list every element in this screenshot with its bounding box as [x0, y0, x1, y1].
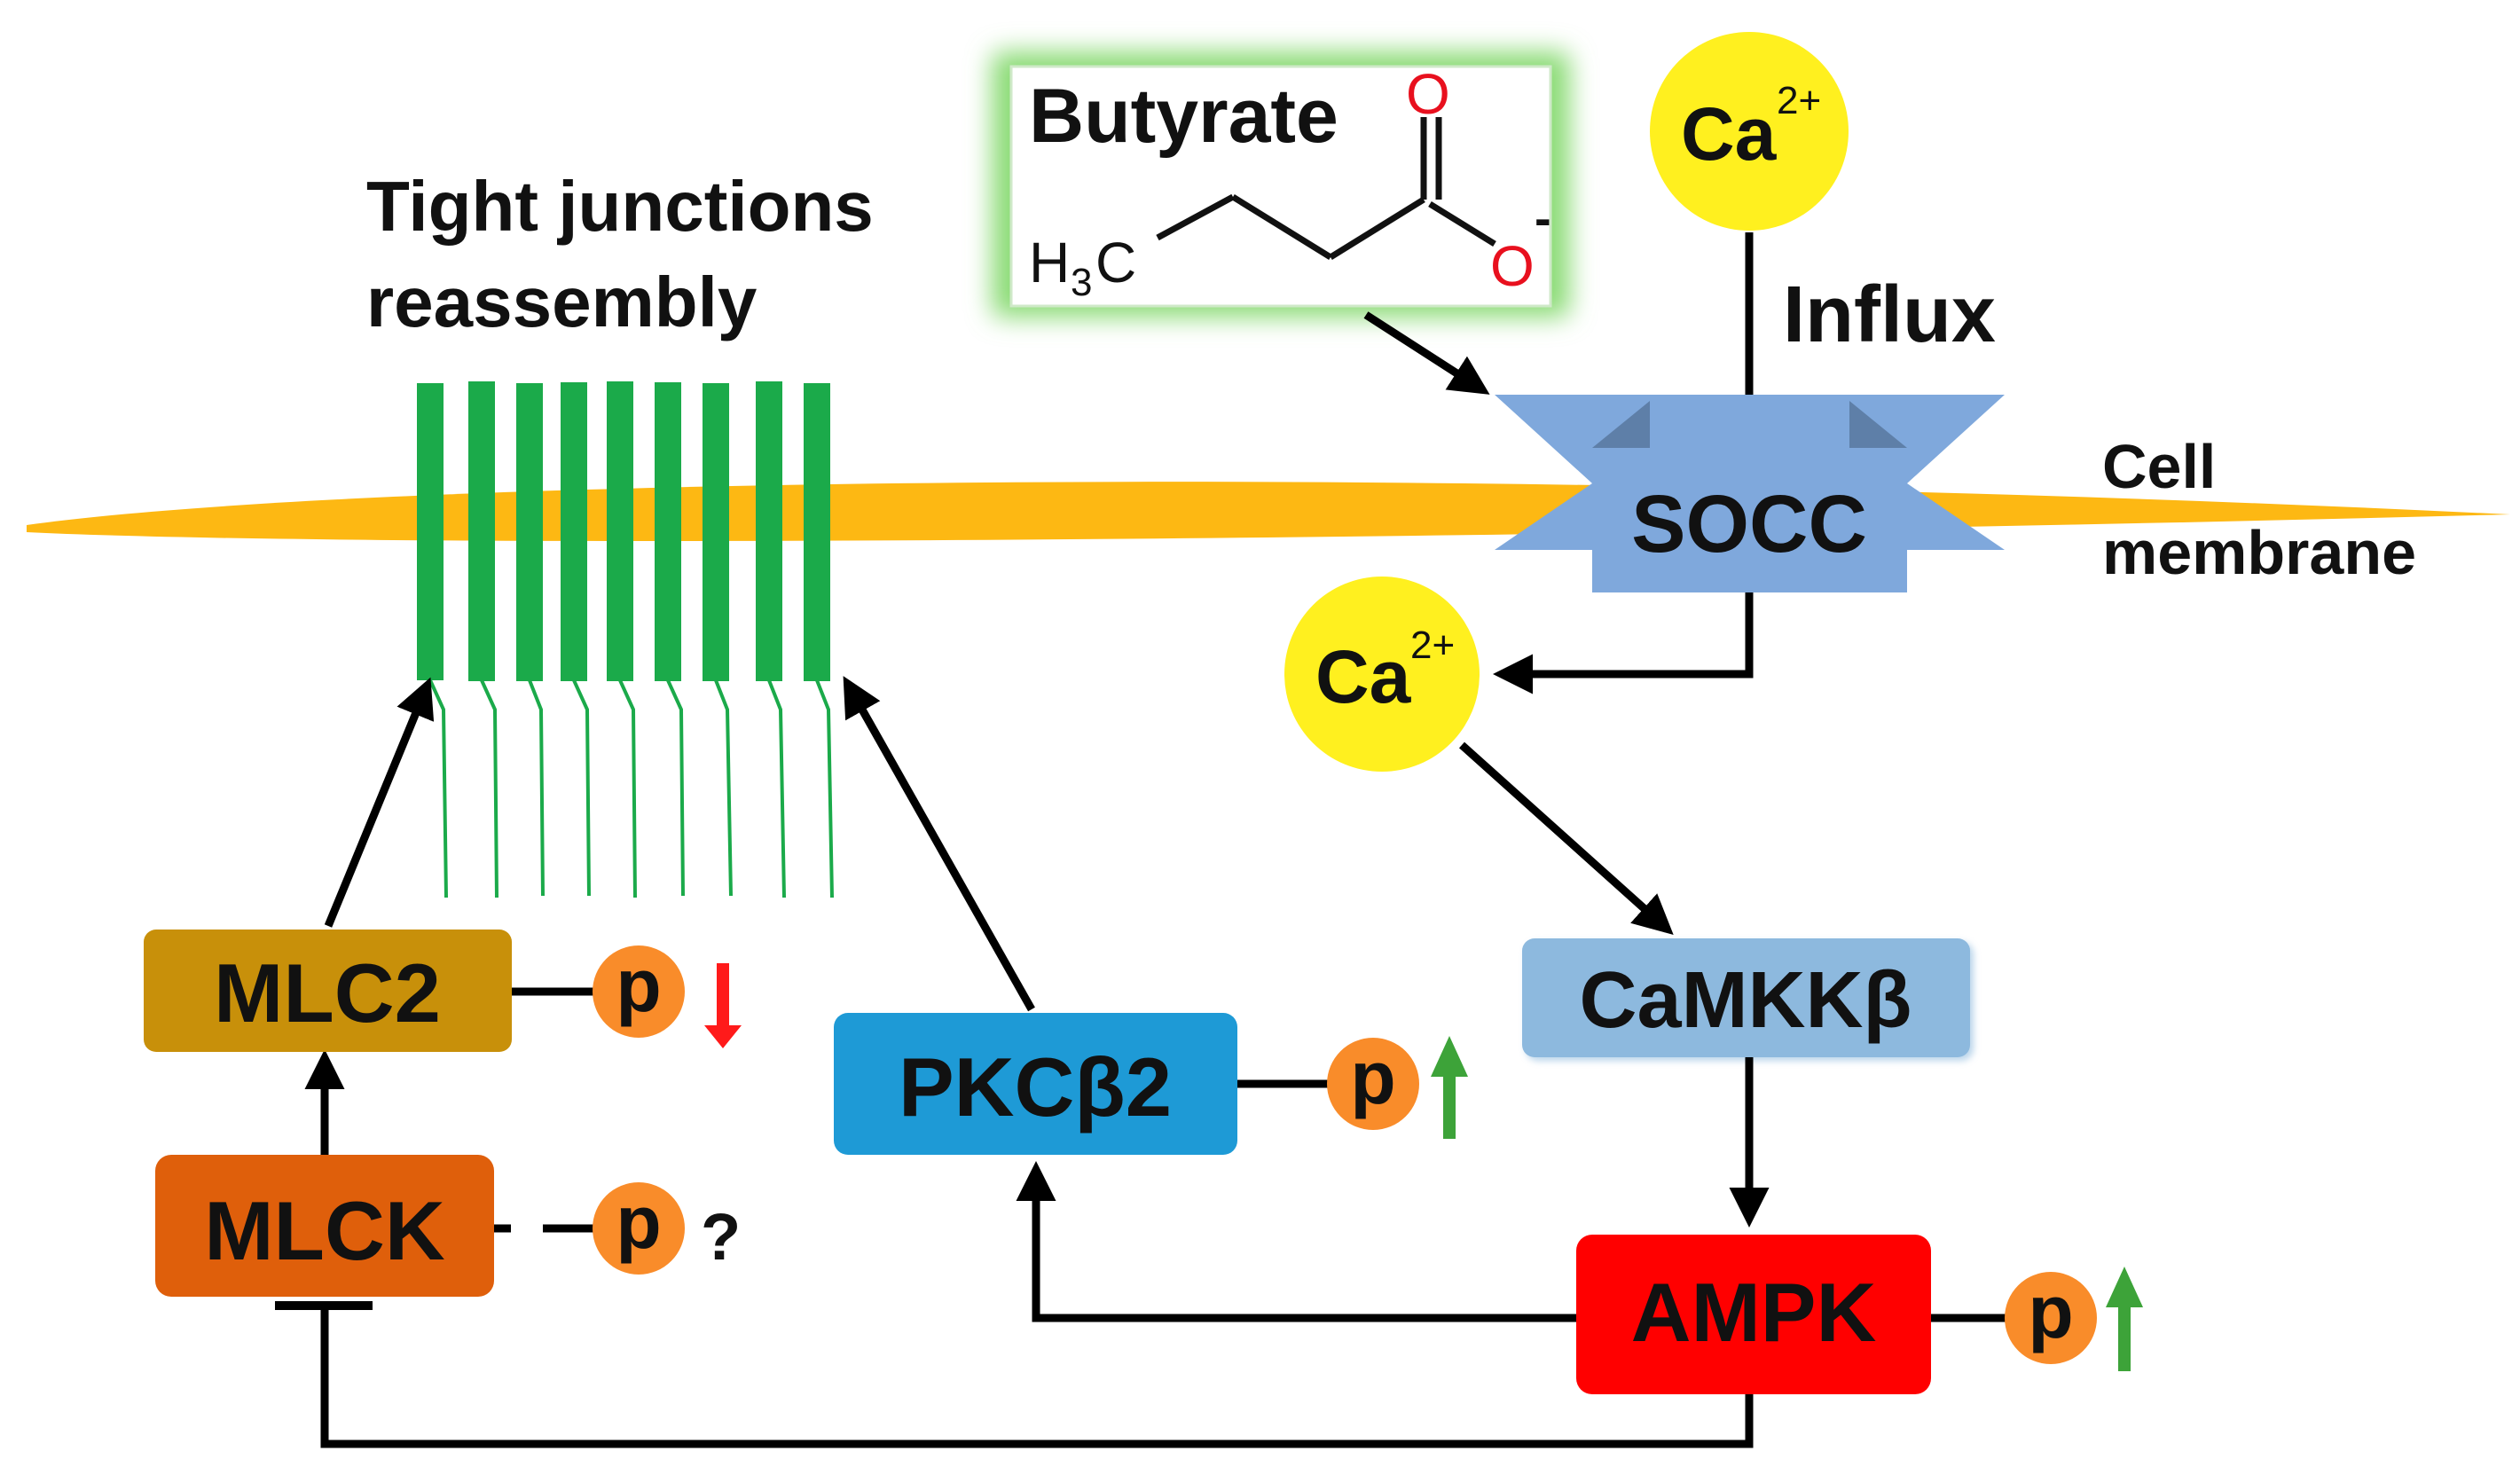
ampk-phospho-label: p	[2028, 1270, 2073, 1353]
mlck-phospho-badge: p	[593, 1181, 685, 1275]
mlc2-down-arrow-icon	[704, 963, 742, 1048]
socc-channel: SOCC	[1495, 395, 2005, 592]
mlc2-node: MLC2	[144, 930, 512, 1052]
mlc2-label: MLC2	[214, 946, 441, 1039]
pkcb2-to-tight-junctions-arrow	[843, 676, 1035, 1012]
calcium-inner-symbol: Ca	[1315, 635, 1412, 718]
butyrate-to-socc-arrow	[1363, 311, 1490, 395]
methyl-subscript: 3	[1071, 261, 1092, 304]
anion-oxygen: O	[1490, 234, 1535, 298]
tight-junctions-label-line2: reassembly	[366, 263, 758, 341]
mlck-label: MLCK	[204, 1184, 445, 1277]
camkkb-node: CaMKKβ	[1522, 938, 1974, 1061]
pkcb2-label: PKCβ2	[899, 1040, 1172, 1134]
tight-junctions-label-line1: Tight junctions	[366, 167, 874, 246]
calcium-top-symbol: Ca	[1681, 92, 1778, 176]
butyrate-label: Butyrate	[1029, 74, 1339, 159]
ampk-up-arrow-icon	[2106, 1267, 2143, 1371]
ampk-inhibits-mlck-line	[320, 1306, 1754, 1448]
carbonyl-oxygen: O	[1406, 62, 1450, 126]
pkcb2-phospho-badge: p	[1327, 1036, 1419, 1130]
socc-label: SOCC	[1631, 479, 1867, 569]
anion-charge: -	[1535, 190, 1551, 246]
mlck-unknown-marker: ?	[701, 1200, 741, 1274]
ampk-phospho-badge: p	[2005, 1270, 2097, 1364]
butyrate-structure-icon	[1156, 117, 1496, 260]
influx-label: Influx	[1783, 271, 1996, 359]
camkkb-label: CaMKKβ	[1580, 956, 1912, 1045]
mlck-phospho-label: p	[616, 1181, 661, 1264]
pkcb2-up-arrow-icon	[1431, 1036, 1468, 1139]
mlc2-phospho-label: p	[616, 944, 661, 1027]
cell-membrane-label-line2: membrane	[2102, 518, 2416, 587]
ampk-label: AMPK	[1631, 1266, 1877, 1359]
ampk-node: AMPK	[1576, 1235, 1931, 1394]
mlck-node: MLCK	[155, 1155, 494, 1297]
calcium-to-camkkb-arrow	[1458, 741, 1674, 936]
methyl-c: C	[1095, 231, 1136, 294]
cell-membrane-label-line1: Cell	[2102, 432, 2216, 501]
ampk-to-pkcb2-arrow	[1016, 1161, 1576, 1322]
mlc2-to-tight-junctions-arrow	[324, 677, 435, 928]
calcium-top-charge: 2+	[1777, 79, 1821, 122]
butyrate-box: Butyrate H 3 C O O -	[992, 51, 1570, 318]
socc-to-calcium-arrow	[1493, 592, 1754, 694]
calcium-inner-charge: 2+	[1410, 624, 1455, 667]
pkcb2-node: PKCβ2	[834, 1013, 1237, 1155]
methyl-h: H	[1029, 231, 1070, 294]
tight-junction-strands	[417, 381, 834, 898]
mlc2-phospho-badge: p	[593, 944, 685, 1038]
pkcb2-phospho-label: p	[1350, 1036, 1395, 1119]
calcium-ion-extracellular: Ca 2+	[1650, 32, 1849, 231]
calcium-ion-intracellular: Ca 2+	[1284, 577, 1480, 772]
